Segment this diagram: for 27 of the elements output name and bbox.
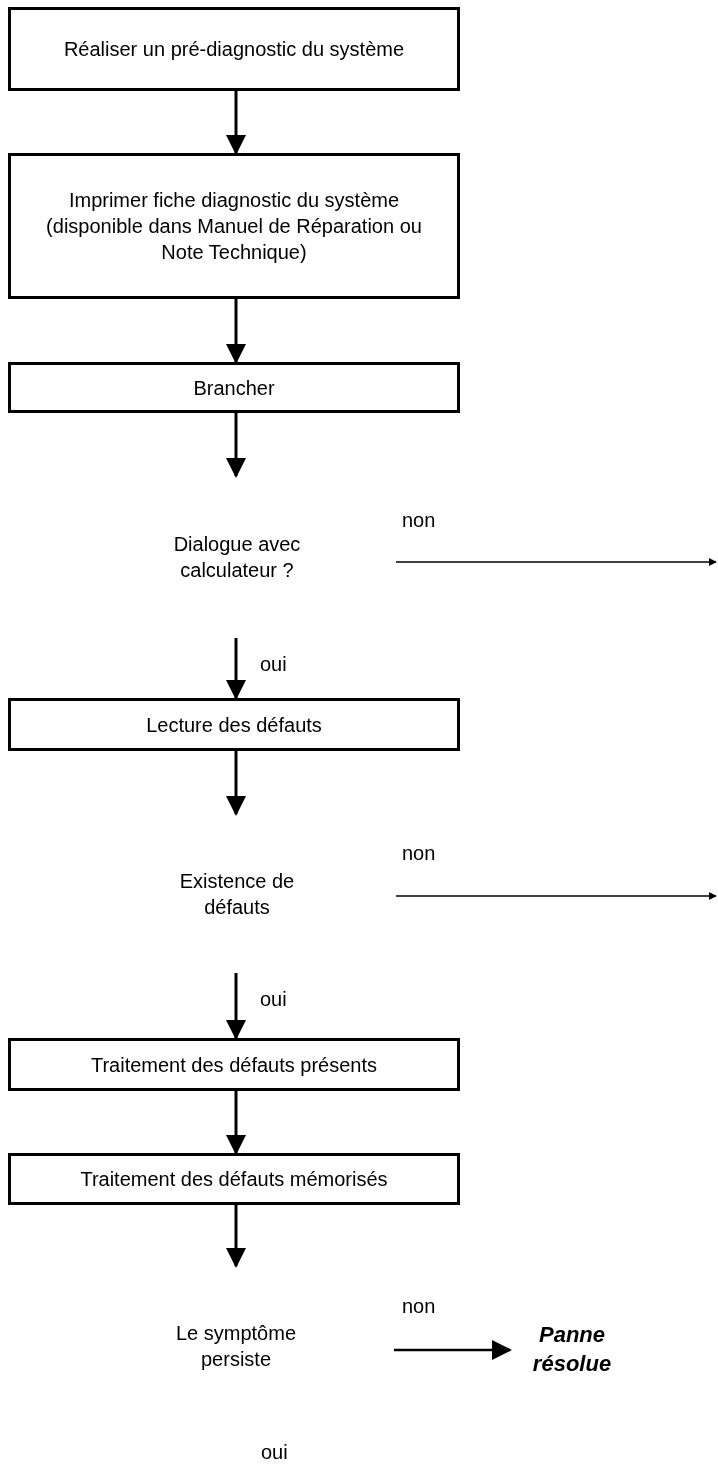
arrow <box>226 751 246 816</box>
edge-label: oui <box>260 652 287 676</box>
process-box: Traitement des défauts présents <box>8 1038 460 1091</box>
process-box: Brancher <box>8 362 460 413</box>
process-box: Traitement des défauts mémorisés <box>8 1153 460 1205</box>
branch-label: oui <box>261 1440 288 1464</box>
decision-text: Le symptôme persiste <box>174 1321 298 1372</box>
process-box: Lecture des défauts <box>8 698 460 751</box>
arrow <box>226 1205 246 1268</box>
edge-label: non <box>402 841 436 865</box>
edge-label: non <box>402 1294 436 1318</box>
arrow <box>394 1340 512 1360</box>
edge-label: non <box>402 508 436 532</box>
arrow <box>226 1091 246 1155</box>
decision-text: Dialogue avec calculateur ? <box>172 532 302 583</box>
arrow <box>395 558 717 566</box>
arrow <box>226 638 246 700</box>
arrow <box>226 91 246 155</box>
process-box: Réaliser un pré-diagnostic du système <box>8 7 460 91</box>
arrow <box>395 892 717 900</box>
process-box: Imprimer fiche diagnostic du système (disponible dans Manuel de Réparation ou Note Technique) <box>8 153 460 299</box>
edge-label: oui <box>260 987 287 1011</box>
arrow <box>226 973 246 1040</box>
end-text: Panne résolue <box>531 1321 613 1378</box>
arrow <box>226 413 246 478</box>
arrow <box>226 299 246 364</box>
decision-text: Existence de défauts <box>178 868 296 920</box>
